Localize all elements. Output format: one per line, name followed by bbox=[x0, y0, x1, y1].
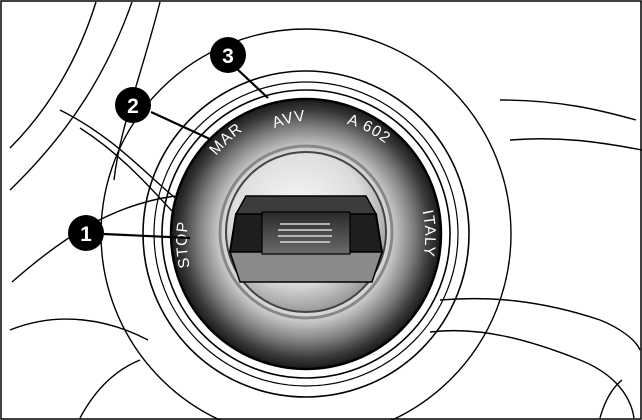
callout-1: 1 bbox=[68, 215, 104, 251]
callout-1-number: 1 bbox=[80, 223, 92, 246]
callout-3: 3 bbox=[210, 37, 246, 73]
cylinder-rim bbox=[218, 144, 394, 320]
callout-2: 2 bbox=[115, 87, 151, 123]
dashboard-line-art bbox=[9, 1, 642, 419]
ring-label-origin: ITALY bbox=[419, 209, 439, 259]
key-slot bbox=[228, 195, 384, 283]
callout-3-leader bbox=[235, 67, 269, 99]
callout-2-leader bbox=[150, 111, 213, 141]
callout-3-number: 3 bbox=[222, 45, 234, 68]
callout-2-number: 2 bbox=[127, 95, 139, 118]
ring-label-stop: STOP bbox=[174, 220, 194, 270]
callout-1-leader bbox=[103, 232, 191, 240]
callout-leaders bbox=[103, 67, 269, 240]
